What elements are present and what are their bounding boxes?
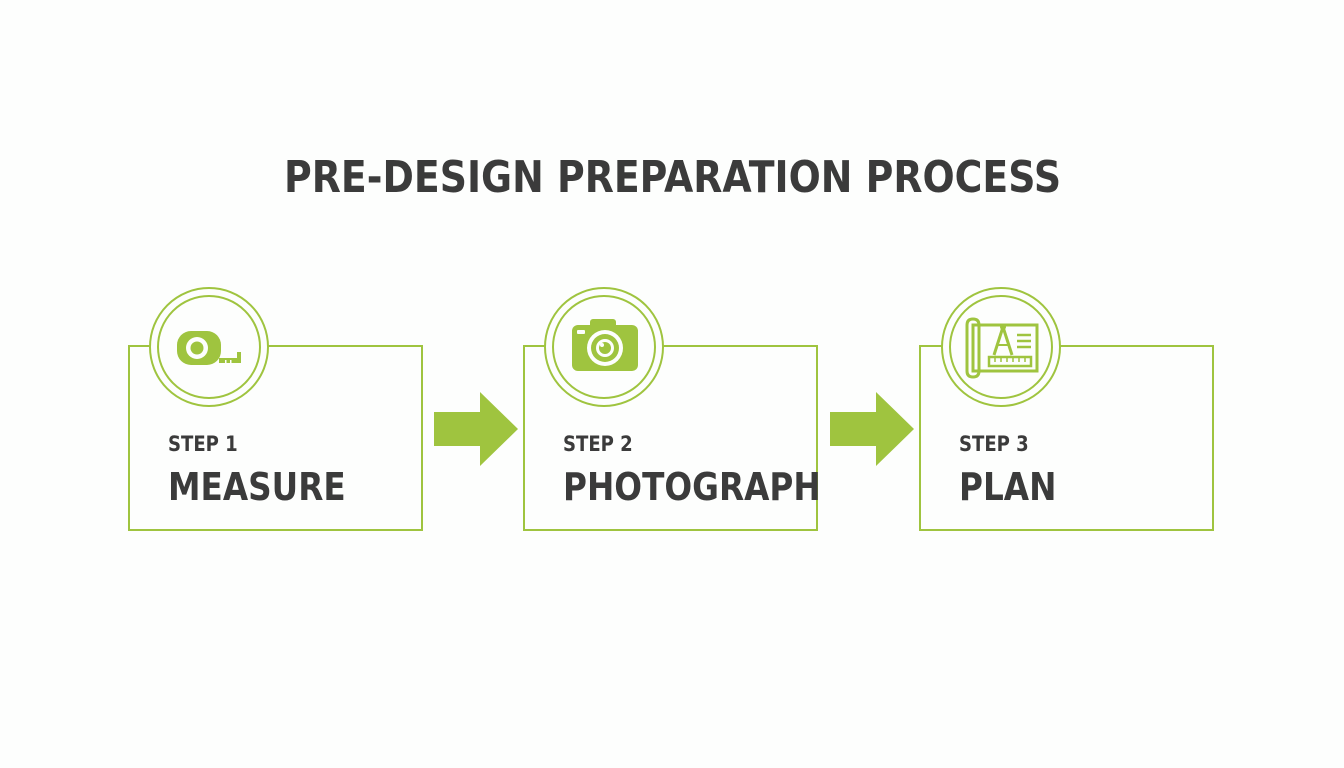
step-badge-measure	[149, 287, 269, 407]
step-badge-plan	[941, 287, 1061, 407]
arrow-right-icon	[434, 392, 518, 466]
step-number: STEP 1	[168, 432, 238, 456]
camera-icon	[572, 319, 638, 371]
step-number: STEP 2	[563, 432, 633, 456]
step-name: PLAN	[959, 465, 1057, 509]
arrow-right-icon	[830, 392, 914, 466]
step-name: MEASURE	[168, 465, 346, 509]
page-title: PRE-DESIGN PREPARATION PROCESS	[284, 152, 1062, 203]
step-badge-photograph	[544, 287, 664, 407]
step-name: PHOTOGRAPH	[563, 465, 821, 509]
step-number: STEP 3	[959, 432, 1029, 456]
tape-measure-icon	[177, 331, 241, 365]
blueprint-icon	[965, 317, 1039, 379]
step-card-photograph: STEP 2 PHOTOGRAPH	[523, 345, 821, 531]
